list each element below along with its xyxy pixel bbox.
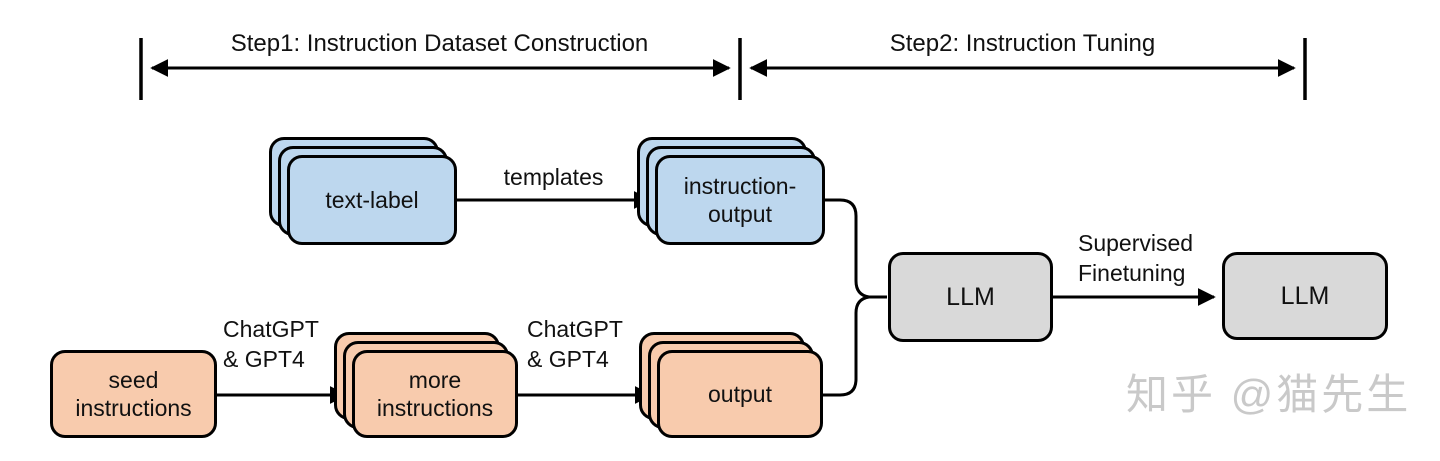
step2-label: Step2: Instruction Tuning bbox=[889, 30, 1156, 57]
merge-connector-bottom bbox=[823, 295, 870, 397]
instruction-output-stack: instruction- output bbox=[637, 137, 825, 245]
supervised-finetuning-label: Supervised Finetuning bbox=[1078, 230, 1194, 286]
text-label-card-label: text-label bbox=[325, 187, 419, 213]
llm-tuned-node: LLM bbox=[1222, 252, 1388, 340]
llm-base-node: LLM bbox=[888, 252, 1053, 342]
chatgpt-gpt4-label-2: ChatGPT & GPT4 bbox=[527, 316, 623, 372]
more-instructions-card-label: more instructions bbox=[376, 367, 494, 421]
output-stack: output bbox=[639, 332, 823, 438]
seed-instructions-node: seed instructions bbox=[50, 350, 217, 438]
seed-instructions-card: seed instructions bbox=[50, 350, 217, 438]
more-instructions-stack: more instructions bbox=[334, 332, 518, 438]
templates-label: templates bbox=[503, 164, 604, 190]
instruction-output-card: instruction- output bbox=[655, 155, 825, 245]
output-card-label: output bbox=[708, 381, 772, 407]
text-label-card: text-label bbox=[287, 155, 457, 245]
step1-label: Step1: Instruction Dataset Construction bbox=[230, 30, 649, 57]
chatgpt-gpt4-label-1: ChatGPT & GPT4 bbox=[223, 316, 319, 372]
llm-tuned-card: LLM bbox=[1222, 252, 1388, 340]
merge-connector-top bbox=[825, 198, 870, 299]
text-label-stack: text-label bbox=[269, 137, 457, 245]
more-instructions-card: more instructions bbox=[352, 350, 518, 438]
zhihu-watermark: 知乎 @猫先生 bbox=[1126, 371, 1412, 418]
llm-base-card-label: LLM bbox=[946, 283, 995, 311]
llm-tuned-card-label: LLM bbox=[1280, 282, 1330, 310]
output-card: output bbox=[657, 350, 823, 438]
instruction-output-card-label: instruction- output bbox=[683, 173, 797, 227]
llm-base-card: LLM bbox=[888, 252, 1053, 342]
seed-instructions-card-label: seed instructions bbox=[75, 367, 192, 421]
